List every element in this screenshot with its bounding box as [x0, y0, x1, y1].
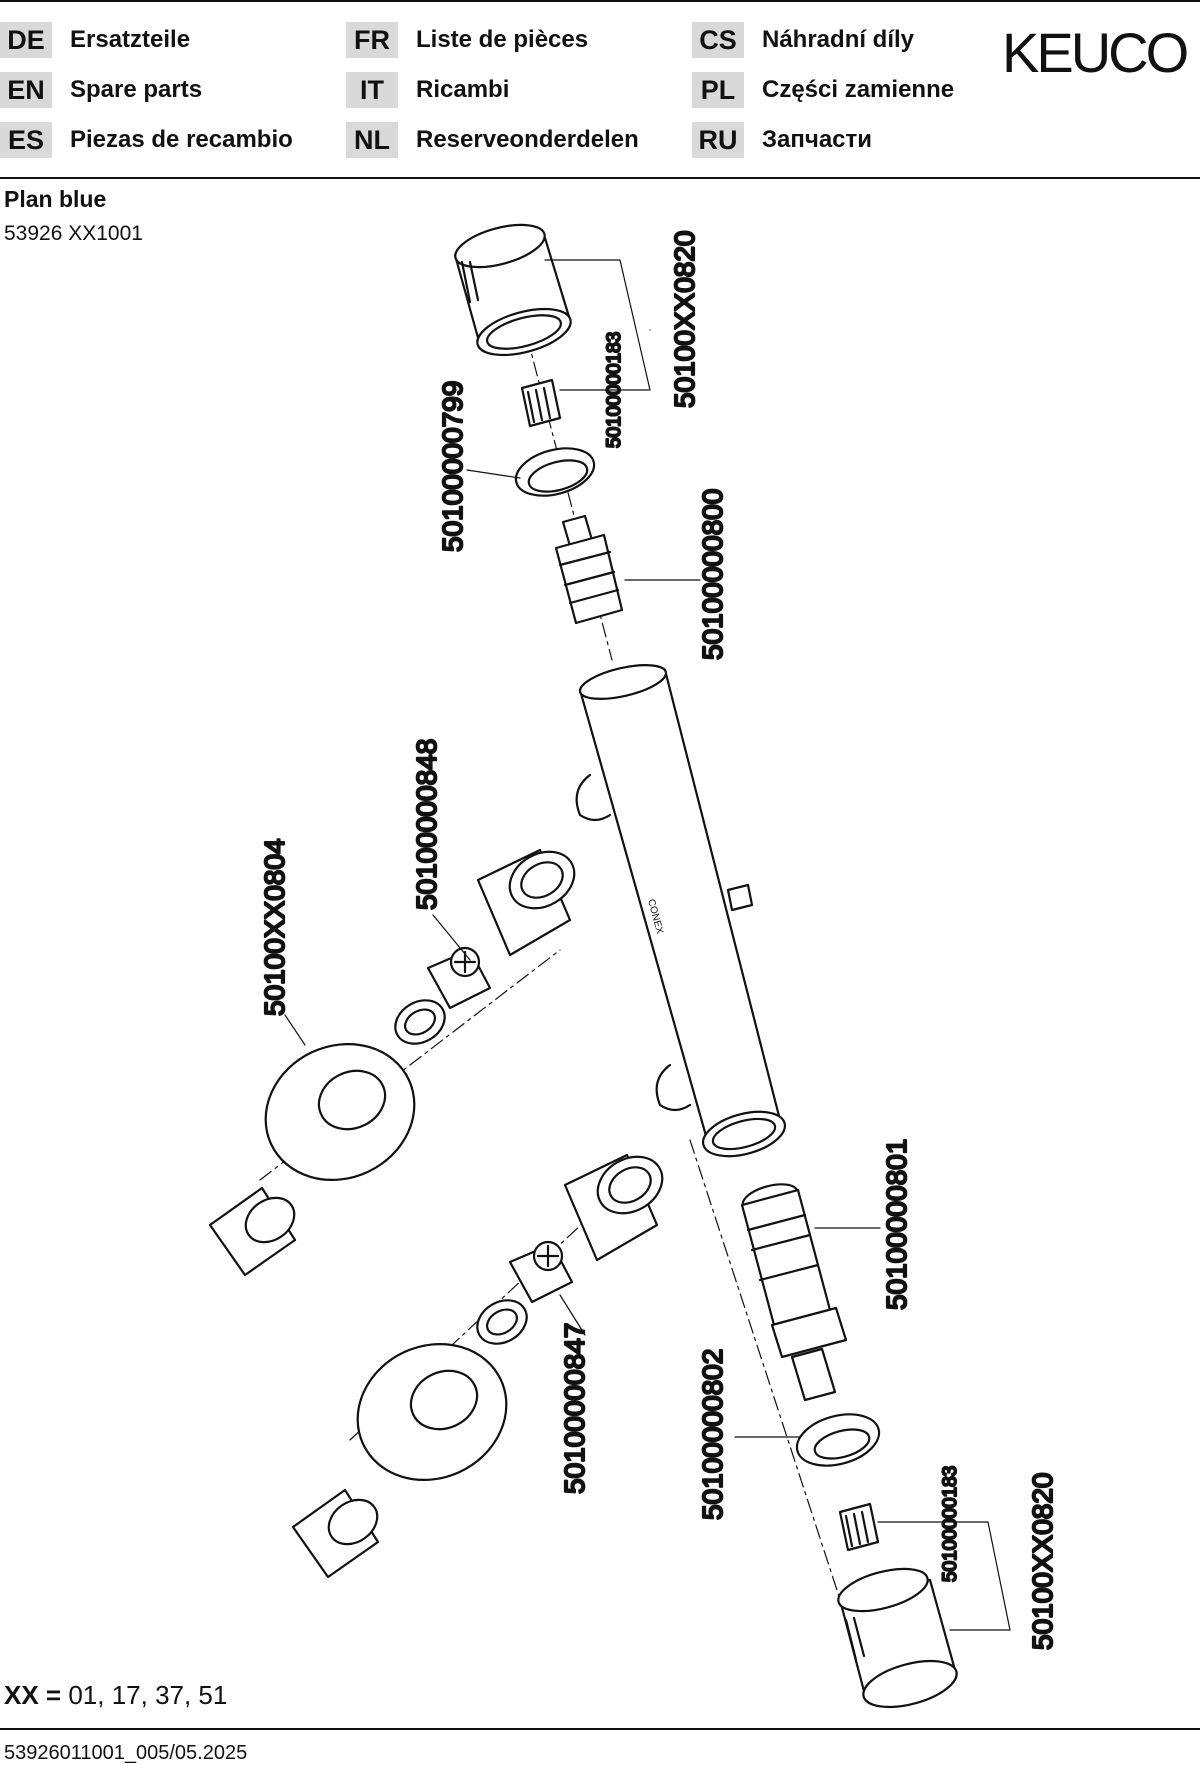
lang-label: Reserveonderdelen — [416, 126, 639, 153]
brand-logo: KEUCO — [1002, 21, 1189, 84]
lang-label: Piezas de recambio — [70, 126, 293, 153]
lang-code: CS — [692, 22, 744, 58]
lang-row-it: IT Ricambi — [346, 70, 509, 110]
footer-rule — [0, 1728, 1200, 1730]
lang-row-pl: PL Części zamienne — [692, 70, 954, 110]
connector-upper — [208, 1186, 297, 1277]
small-ring-lower — [476, 1299, 528, 1345]
lang-label: Náhradní díly — [762, 26, 915, 53]
axis-lines — [259, 309, 851, 1631]
lang-code: RU — [692, 122, 744, 158]
lang-code: FR — [346, 22, 398, 58]
rosette-upper — [264, 1043, 416, 1181]
part-label-rosette: 50100XX0804 — [259, 838, 290, 1016]
cartridge-top — [554, 514, 624, 625]
lang-code: EN — [0, 72, 52, 108]
lang-code: IT — [346, 72, 398, 108]
adapter-top — [520, 378, 562, 428]
check-valve-upper — [426, 946, 492, 1010]
product-name: Plan blue — [4, 186, 107, 212]
lang-row-es: ES Piezas de recambio — [0, 120, 293, 160]
lang-row-ru: RU Запчасти — [692, 120, 872, 160]
part-label-check-valve: 50100000847 — [559, 1323, 590, 1494]
adapter-bottom — [838, 1502, 880, 1552]
lang-label: Liste de pièces — [416, 26, 589, 53]
top-rule — [0, 0, 1200, 2]
lang-label: Ricambi — [416, 76, 510, 103]
lang-label: Ersatzteile — [70, 26, 191, 53]
lang-code: NL — [346, 122, 398, 158]
ring-bottom — [795, 1413, 881, 1467]
lang-row-nl: NL Reserveonderdelen — [346, 120, 639, 160]
part-label-handle-bottom: 50100XX0820 — [1027, 1472, 1058, 1650]
small-ring-upper — [394, 999, 446, 1045]
product-number: 53926 XX1001 — [4, 222, 143, 245]
xx-note: XX = 01, 17, 37, 51 — [4, 1680, 227, 1711]
eccentric-sleeve-upper — [476, 848, 576, 957]
eccentric-sleeve-lower — [563, 1153, 664, 1262]
check-valve-lower — [508, 1240, 574, 1304]
ring-top — [514, 447, 596, 497]
lang-row-de: DE Ersatzteile — [0, 20, 190, 60]
part-label-thermo-cartridge: 50100000801 — [881, 1139, 912, 1310]
lang-label: Części zamienne — [762, 76, 955, 103]
lang-code: ES — [0, 122, 52, 158]
document-number: 53926011001_005/05.2025 — [4, 1742, 248, 1764]
handle-bottom — [837, 1567, 958, 1709]
connector-lower — [291, 1488, 380, 1579]
lang-label: Spare parts — [70, 76, 203, 103]
part-label-ring-bottom: 50100000802 — [697, 1349, 728, 1520]
handle-top — [453, 223, 572, 357]
xx-values: 01, 17, 37, 51 — [68, 1680, 228, 1710]
lang-code: PL — [692, 72, 744, 108]
lang-row-en: EN Spare parts — [0, 70, 202, 110]
part-label-handle-top: 50100XX0820 — [669, 230, 700, 408]
part-label-adapter-bottom: 50100000183 — [940, 1466, 961, 1582]
part-label-ring-top: 50100000799 — [437, 381, 468, 552]
header-rule — [0, 177, 1200, 179]
rosette-lower — [356, 1343, 508, 1481]
thermo-cartridge — [740, 1183, 848, 1402]
lang-row-cs: CS Náhradní díly — [692, 20, 914, 60]
lang-row-fr: FR Liste de pièces — [346, 20, 588, 60]
leader-lines — [284, 259, 1011, 1631]
part-label-cartridge-top: 50100000800 — [697, 489, 728, 660]
mixer-body: CONEX — [575, 664, 786, 1158]
lang-label: Запчасти — [762, 126, 873, 153]
lang-code: DE — [0, 22, 52, 58]
xx-label: XX = — [4, 1680, 62, 1710]
part-label-adapter-top: 50100000183 — [604, 332, 625, 448]
part-label-eccentric-sleeve: 50100000848 — [411, 739, 442, 910]
